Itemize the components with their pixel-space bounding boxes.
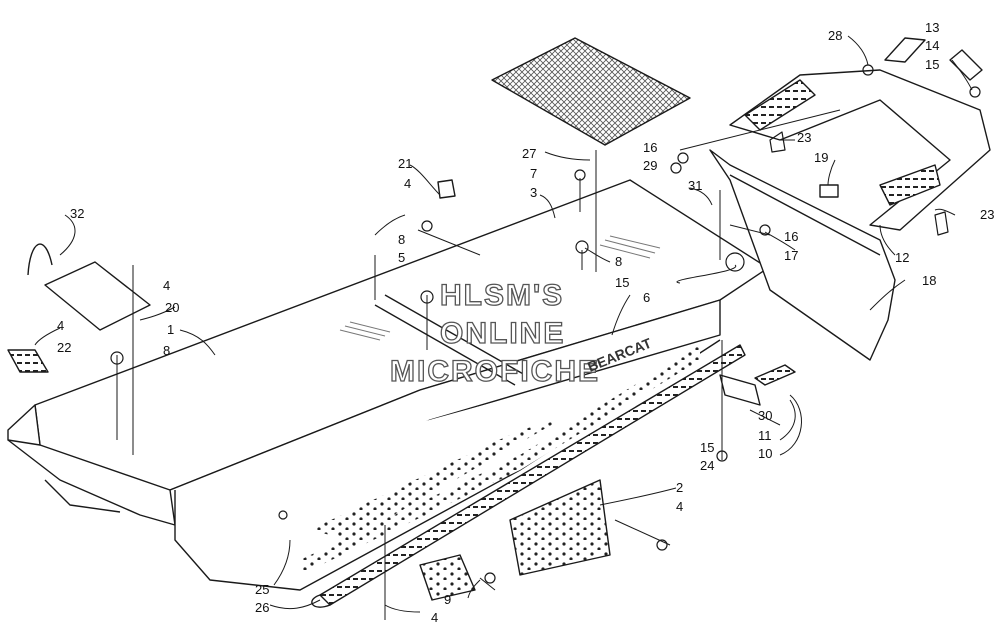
- callout-6: 6: [643, 290, 650, 305]
- bumper-grip-right: [879, 164, 941, 206]
- plug-8b: [575, 240, 589, 254]
- tunnel-seam: [374, 304, 516, 386]
- callout-14: 14: [925, 38, 939, 53]
- callout-25: 25: [255, 582, 269, 597]
- tunnel-front-bracket: [44, 479, 121, 513]
- callout-23-b: 23: [980, 207, 994, 222]
- running-board-perforations: [310, 420, 560, 540]
- callout-22: 22: [57, 340, 71, 355]
- callout-29: 29: [643, 158, 657, 173]
- washer-24: [716, 450, 728, 462]
- callout-12: 12: [895, 250, 909, 265]
- watermark-line-3: MICROFICHE: [390, 355, 600, 388]
- callout-9: 9: [444, 592, 451, 607]
- bumper-grip-left: [744, 79, 816, 131]
- rivet-4b: [656, 539, 668, 551]
- callout-13: 13: [925, 20, 939, 35]
- tunnel-rib-marks: [339, 235, 661, 341]
- callout-23-a: 23: [797, 130, 811, 145]
- foot-bracket-2: [509, 479, 611, 576]
- callout-28: 28: [828, 28, 842, 43]
- gasket-21: [437, 179, 456, 199]
- callout-11: 11: [758, 428, 772, 443]
- callout-15-c: 15: [700, 440, 714, 455]
- callout-16-a: 16: [643, 140, 657, 155]
- washer-15: [725, 252, 745, 272]
- washer-29: [670, 162, 682, 174]
- callout-2: 2: [676, 480, 683, 495]
- callout-24: 24: [700, 458, 714, 473]
- hitch-bracket-30: [719, 374, 761, 406]
- clip-23a: [769, 131, 786, 153]
- callout-32: 32: [70, 206, 84, 221]
- leader-lines: [116, 109, 841, 620]
- callout-19: 19: [814, 150, 828, 165]
- callout-3: 3: [530, 185, 537, 200]
- callout-30: 30: [758, 408, 772, 423]
- callout-18: 18: [922, 273, 936, 288]
- callout-26: 26: [255, 600, 269, 615]
- callout-15-a: 15: [615, 275, 629, 290]
- callout-5: 5: [398, 250, 405, 265]
- plug-8c: [110, 351, 124, 365]
- bracket-20: [44, 261, 151, 331]
- rail-end-cap: [311, 594, 331, 608]
- callout-7: 7: [530, 166, 537, 181]
- decal-13: [884, 37, 926, 63]
- rivet-4a: [421, 220, 433, 232]
- callout-15-b: 15: [925, 57, 939, 72]
- watermark-line-2: ONLINE: [440, 317, 565, 350]
- callout-4-e: 4: [431, 610, 438, 625]
- clip-23b: [934, 211, 949, 236]
- callout-16-b: 16: [784, 229, 798, 244]
- callout-8-c: 8: [615, 254, 622, 269]
- nut-16b: [759, 224, 771, 236]
- callout-17: 17: [784, 248, 798, 263]
- strap-32: [27, 243, 53, 276]
- reflector-11: [754, 364, 796, 386]
- callout-labels: 32 1 20 4 4 22 8 21 4 8 5 27 7 3 8 15 6 …: [57, 20, 994, 625]
- tunnel-lower-lip: [7, 439, 176, 526]
- running-board-rail: [319, 344, 746, 606]
- screw-15b: [969, 86, 981, 98]
- callout-4-b: 4: [57, 318, 64, 333]
- callout-27: 27: [522, 146, 536, 161]
- rivet-4c: [484, 572, 496, 584]
- bolt-7: [574, 169, 586, 181]
- callout-leaders: [34, 35, 973, 613]
- decal-14: [949, 49, 983, 81]
- tunnel-front-edge: [7, 404, 41, 446]
- callout-8-a: 8: [163, 343, 170, 358]
- nut-16: [677, 152, 689, 164]
- callout-1: 1: [167, 322, 174, 337]
- callout-4-c: 4: [404, 176, 411, 191]
- snow-flap-18: [709, 149, 896, 361]
- foot-plate-9: [419, 554, 476, 601]
- callout-10: 10: [758, 446, 772, 461]
- callout-4-d: 4: [676, 499, 683, 514]
- watermark: HLSM'S ONLINE MICROFICHE: [389, 278, 600, 388]
- seat-pad-27: [491, 37, 691, 146]
- callout-20: 20: [165, 300, 179, 315]
- callout-21: 21: [398, 156, 412, 171]
- rivet-25: [278, 510, 288, 520]
- callout-8-b: 8: [398, 232, 405, 247]
- bracket-22: [7, 349, 49, 373]
- tunnel-side-perforations: [300, 345, 700, 575]
- clip-19: [819, 184, 839, 198]
- plug-8a: [420, 290, 434, 304]
- callout-31: 31: [688, 178, 702, 193]
- rear-bumper-assembly: [729, 69, 991, 231]
- watermark-line-1: HLSM'S: [440, 279, 564, 312]
- callout-4-a: 4: [163, 278, 170, 293]
